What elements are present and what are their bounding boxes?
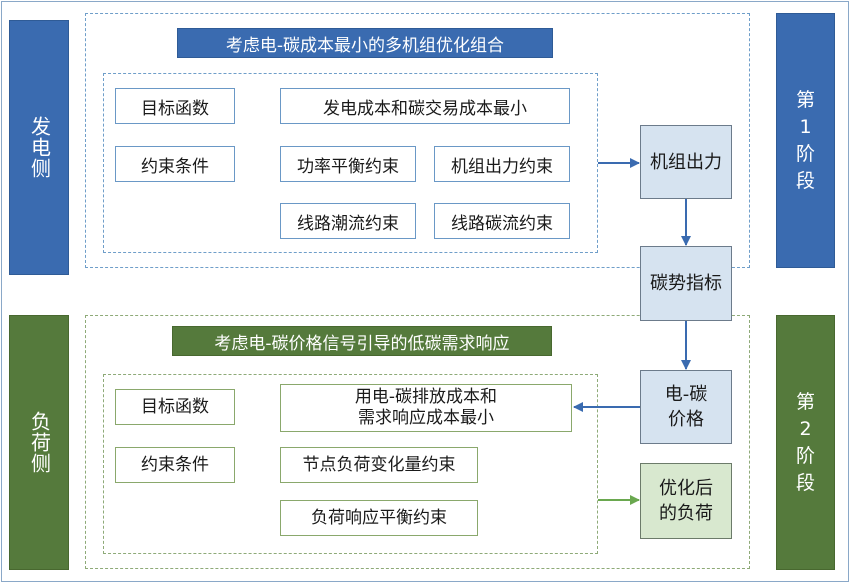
stage1-inner-container <box>103 73 598 253</box>
stage1-title: 考虑电-碳成本最小的多机组优化组合 <box>177 28 553 58</box>
stage2-title: 考虑电-碳价格信号引导的低碳需求响应 <box>172 326 552 356</box>
stage1-outer-container <box>85 13 750 268</box>
stage2-label: 第 2 阶 段 <box>795 390 815 494</box>
stage1-objective-value: 发电成本和碳交易成本最小 <box>280 88 570 124</box>
load-side-block: 负荷侧 <box>9 315 69 570</box>
constraint-load-response-balance: 负荷响应平衡约束 <box>280 500 478 536</box>
electricity-carbon-price-box: 电-碳 价格 <box>640 370 732 444</box>
stage2-objective-label: 目标函数 <box>115 389 235 425</box>
constraint-line-power-flow: 线路潮流约束 <box>280 203 416 239</box>
stage2-outer-container <box>85 315 750 569</box>
stage1-block: 第 1 阶 段 <box>776 13 835 268</box>
stage1-label: 第 1 阶 段 <box>795 88 815 192</box>
constraint-line-carbon-flow: 线路碳流约束 <box>434 203 570 239</box>
stage2-block: 第 2 阶 段 <box>776 315 835 570</box>
stage1-objective-label: 目标函数 <box>115 88 235 124</box>
constraint-power-balance: 功率平衡约束 <box>280 146 416 182</box>
unit-output-box: 机组出力 <box>640 125 732 199</box>
stage2-objective-value: 用电-碳排放成本和 需求响应成本最小 <box>280 384 572 432</box>
load-side-label: 负荷侧 <box>27 411 52 474</box>
generation-side-block: 发电侧 <box>9 20 69 275</box>
stage2-inner-container <box>103 374 598 554</box>
carbon-potential-index-box: 碳势指标 <box>640 246 732 321</box>
stage2-constraint-label: 约束条件 <box>115 447 235 483</box>
optimized-load-box: 优化后 的负荷 <box>640 463 732 539</box>
constraint-node-load-change: 节点负荷变化量约束 <box>280 447 478 483</box>
generation-side-label: 发电侧 <box>27 116 52 179</box>
stage1-constraint-label: 约束条件 <box>115 146 235 182</box>
constraint-unit-output: 机组出力约束 <box>434 146 570 182</box>
